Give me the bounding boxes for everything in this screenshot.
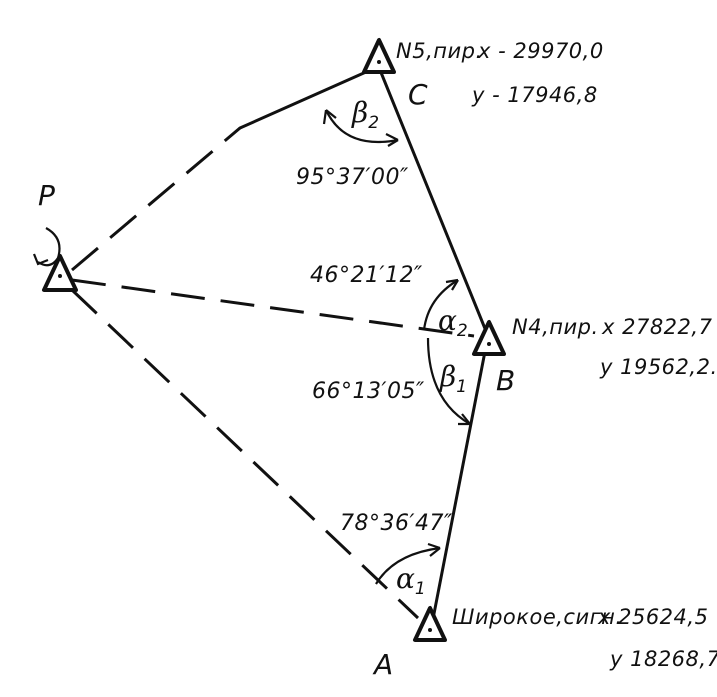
- rotation-arrow-head: [32, 253, 49, 266]
- station-A-name: Широкое,сигн.: [452, 605, 623, 629]
- station-C-y: y - 17946,8: [471, 83, 598, 107]
- angle-value-alpha2: 46°21′12″: [310, 263, 423, 288]
- angle-value-alpha1: 78°36′47″: [340, 511, 453, 536]
- station-C-x: x - 29970,0: [477, 39, 604, 63]
- line-P-A-dashed: [70, 288, 420, 620]
- symbol-alpha2: α2: [438, 304, 468, 341]
- line-B-A: [430, 334, 490, 626]
- station-A-x: x 25624,5: [597, 605, 708, 629]
- symbol-beta1: β1: [439, 360, 467, 397]
- station-marker-A: [413, 606, 447, 642]
- station-B-x: x 27822,7: [601, 315, 713, 339]
- angle-value-beta1: 66°13′05″: [312, 379, 425, 404]
- arc-alpha1: [375, 546, 441, 585]
- station-B-y: y 19562,2.: [599, 355, 717, 379]
- station-A-y: y 18268,7: [609, 647, 717, 671]
- station-marker-P: [42, 254, 78, 292]
- station-marker-C: [362, 38, 396, 74]
- arc-alpha2: [422, 279, 459, 331]
- arc-beta1: [426, 337, 471, 425]
- label-A: A: [372, 648, 393, 681]
- label-B: B: [496, 364, 515, 397]
- symbol-alpha1: α1: [396, 562, 426, 599]
- station-C-name: N5,пир.: [396, 39, 483, 63]
- station-marker-B: [472, 320, 506, 356]
- arc-beta1-arrow: [458, 413, 471, 426]
- arc-beta2-arrow: [322, 109, 399, 147]
- arc-beta2: [325, 109, 399, 144]
- angle-value-beta2: 95°37′00″: [296, 165, 409, 190]
- label-P: P: [38, 179, 55, 212]
- line-C-B: [378, 68, 490, 338]
- line-P-C-dashed: [71, 126, 241, 272]
- symbol-beta2: β2: [351, 96, 379, 133]
- line-P-B-dashed: [71, 278, 475, 338]
- station-B-name: N4,пир.: [512, 315, 599, 339]
- line-C-to-P-solid: [238, 70, 368, 130]
- label-C: C: [408, 78, 428, 111]
- arc-alpha2-arrow: [445, 278, 459, 291]
- arc-alpha1-arrow: [427, 542, 441, 557]
